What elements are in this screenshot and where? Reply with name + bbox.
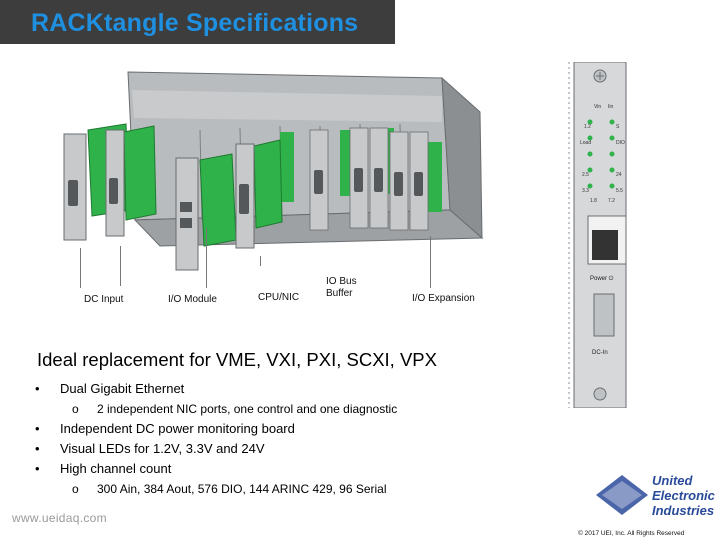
callout-line (430, 236, 431, 288)
bullet-item: • Dual Gigabit Ethernet (35, 379, 557, 399)
bullet-text: High channel count (60, 461, 172, 476)
sub-bullet-item: o 300 Ain, 384 Aout, 576 DIO, 144 ARINC … (37, 479, 557, 499)
power-panel-image: Vin Iin 1.2 S Load DIO 2.5 24 3.3 5.5 1.… (566, 61, 636, 409)
led-label: 1.2 (584, 124, 591, 130)
chassis-illustration (63, 71, 484, 271)
headline: Ideal replacement for VME, VXI, PXI, SCX… (37, 349, 437, 370)
callout-line (120, 246, 121, 286)
callout-io-expansion: I/O Expansion (412, 293, 475, 304)
led-label: 5.5 (616, 188, 623, 194)
led-label: S (616, 124, 620, 130)
logo-line: United (652, 473, 694, 488)
led-label: 1.8 (590, 198, 597, 204)
led-label: 24 (616, 172, 622, 178)
callout-line (206, 228, 207, 288)
copyright: © 2017 UEI, Inc. All Rights Reserved (578, 530, 685, 537)
led-label: 7.2 (608, 198, 615, 204)
bullet-text: Dual Gigabit Ethernet (60, 381, 185, 396)
callout-io-bus-buffer: IO Bus Buffer (326, 276, 357, 299)
bullet-marker: • (35, 421, 40, 436)
power-label: Power ⏻ (590, 275, 614, 282)
led-label: Iin (608, 104, 614, 110)
title-bar (0, 0, 395, 44)
bullet-marker: • (35, 441, 40, 456)
sub-bullet-marker: o (72, 482, 79, 496)
led-label: DIO (616, 140, 625, 146)
bullet-text: Independent DC power monitoring board (60, 421, 295, 436)
racktangle-chassis-image (50, 60, 525, 288)
bullet-marker: • (35, 461, 40, 476)
uei-logo-mark: United Electronic Industries (596, 473, 716, 518)
uei-logo: United Electronic Industries (588, 465, 718, 529)
dc-in-label: DC-In (592, 350, 608, 356)
bullet-item: • Visual LEDs for 1.2V, 3.3V and 24V (35, 439, 557, 459)
callout-line (80, 248, 81, 288)
power-panel-illustration: Vin Iin 1.2 S Load DIO 2.5 24 3.3 5.5 1.… (568, 61, 627, 409)
bullet-list: • Dual Gigabit Ethernet o 2 independent … (35, 379, 557, 499)
led-label: 2.5 (582, 172, 589, 178)
led-label: 3.3 (582, 188, 589, 194)
bullet-item: • High channel count (35, 459, 557, 479)
callout-cpu-nic: CPU/NIC (258, 292, 300, 303)
callout-line (260, 256, 261, 266)
callout-io-module: I/O Module (168, 294, 217, 305)
bullet-item: • Independent DC power monitoring board (35, 419, 557, 439)
sub-bullet-item: o 2 independent NIC ports, one control a… (37, 399, 557, 419)
callout-dc-input: DC Input (84, 294, 124, 305)
bullet-marker: • (35, 381, 40, 396)
bullet-text: Visual LEDs for 1.2V, 3.3V and 24V (60, 441, 265, 456)
sub-bullet-text: 300 Ain, 384 Aout, 576 DIO, 144 ARINC 42… (97, 482, 387, 496)
led-label: Load (580, 140, 591, 146)
website-url: www.ueidaq.com (12, 511, 107, 525)
slide-title: RACKtangle Specifications (31, 9, 359, 37)
logo-line: Electronic (652, 488, 716, 503)
logo-line: Industries (652, 503, 714, 518)
led-label: Vin (594, 104, 601, 110)
sub-bullet-text: 2 independent NIC ports, one control and… (97, 402, 398, 416)
sub-bullet-marker: o (72, 402, 79, 416)
